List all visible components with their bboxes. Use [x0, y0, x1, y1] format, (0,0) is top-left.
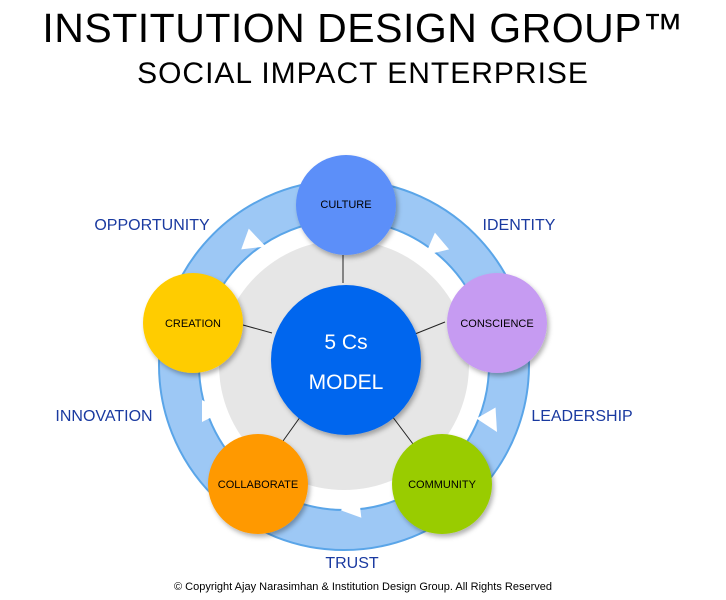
diagram-title: INSTITUTION DESIGN GROUP™ — [42, 5, 684, 51]
connector-line — [242, 324, 273, 334]
copyright-notice: © Copyright Ajay Narasimhan & Institutio… — [173, 581, 552, 593]
node-circle — [392, 434, 492, 534]
center-label-line1: 5 Cs — [324, 331, 367, 354]
value-label-opportunity: OPPORTUNITY — [94, 217, 210, 234]
value-label-identity: IDENTITY — [483, 217, 556, 234]
node-circle — [296, 155, 396, 255]
arrow-icon — [202, 400, 224, 422]
node-culture: CULTURE — [296, 155, 396, 255]
diagram-subtitle: SOCIAL IMPACT ENTERPRISE — [137, 57, 589, 90]
node-label: COMMUNITY — [408, 479, 476, 491]
node-circle — [447, 273, 547, 373]
value-label-trust: TRUST — [325, 555, 379, 572]
arrow-icon — [476, 407, 497, 433]
value-label-innovation: INNOVATION — [55, 408, 152, 425]
center-label-line2: MODEL — [309, 371, 384, 394]
node-collaborate: COLLABORATE — [208, 434, 308, 534]
center-circle — [271, 285, 421, 435]
value-label-leadership: LEADERSHIP — [531, 408, 632, 425]
node-conscience: CONSCIENCE — [447, 273, 547, 373]
node-label: CULTURE — [320, 199, 371, 211]
node-label: CONSCIENCE — [460, 318, 533, 330]
arrow-icon — [425, 232, 450, 256]
node-creation: CREATION — [143, 273, 243, 373]
node-label: COLLABORATE — [218, 479, 299, 491]
cycle-arrows — [202, 228, 497, 518]
node-community: COMMUNITY — [392, 434, 492, 534]
node-label: CREATION — [165, 318, 221, 330]
connector-line — [414, 321, 446, 335]
node-circle — [143, 273, 243, 373]
arrow-icon — [241, 228, 266, 250]
arrow-icon — [340, 493, 362, 518]
node-circle — [208, 434, 308, 534]
